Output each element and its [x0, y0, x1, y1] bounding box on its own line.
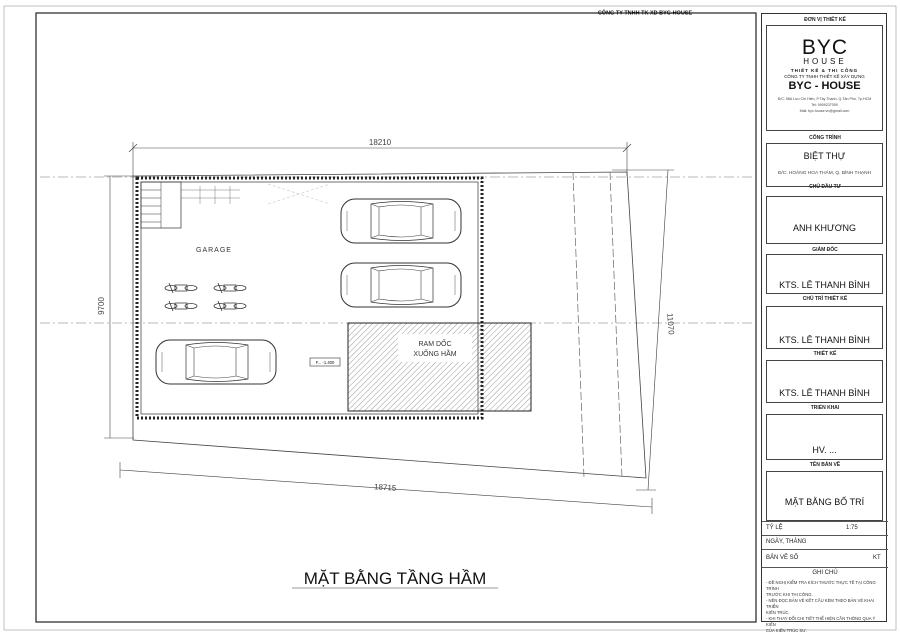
deploy-cell: [766, 414, 883, 460]
dimension-top: [128, 142, 632, 176]
basement-wall-outer: [135, 176, 484, 420]
notes-header-row: GHI CHÚ: [762, 567, 888, 579]
unit-label: ĐƠN VỊ THIẾT KẾ: [804, 17, 846, 23]
designer-label: THIẾT KẾ: [813, 351, 837, 357]
basement-wall-inner: [140, 181, 479, 415]
director-cell: [766, 254, 883, 294]
staircase: [140, 181, 331, 229]
motorbike-4: [213, 300, 247, 312]
sheet-no-row: BẢN VẼ SỐ KT: [762, 549, 888, 567]
sheet-name-label: TÊN BẢN VẼ: [809, 462, 841, 468]
brand-name: BYC - HOUSE: [788, 80, 861, 92]
dimension-right: [612, 169, 674, 491]
project-cell: [766, 143, 883, 187]
boundary-dashed-1: [572, 171, 585, 479]
deploy-name: HV. ...: [812, 445, 837, 455]
project-label: CÔNG TRÌNH: [809, 135, 841, 141]
drawing-title: MẶT BẰNG TẦNG HẦM: [304, 569, 487, 588]
company-mail: Mail: byc.house.vn@gmail.com: [799, 109, 850, 113]
site-boundary: [132, 171, 647, 479]
dimension-left-label: 9700: [97, 297, 106, 315]
sheet-name: MẶT BẰNG BỐ TRÍ: [784, 497, 865, 507]
logo-tagline: THIẾT KẾ & THI CÔNG: [790, 68, 859, 73]
company-full: CÔNG TY TNHH THIẾT KẾ XÂY DỰNG: [784, 74, 865, 79]
sheet-no-value: KT: [873, 555, 881, 561]
note-line: KIẾN TRÚC.: [766, 610, 790, 615]
designer-name: KTS. LÊ THANH BÌNH: [779, 388, 870, 398]
sheet-no-label: BẢN VẼ SỐ: [766, 555, 799, 561]
notes-list: - ĐỀ NGHỊ KIỂM TRA KÍCH THƯỚC THỰC TẾ TẠ…: [766, 580, 884, 634]
scale-row: TỶ LỆ 1:75: [762, 521, 888, 535]
sheet-name-cell: [766, 471, 883, 521]
dimension-right-label: 11070: [665, 313, 676, 336]
date-label: NGÀY, THÁNG: [766, 539, 807, 545]
notes-label: GHI CHÚ: [812, 570, 838, 576]
motorbike-3: [164, 300, 198, 312]
level-tag: F... -1.400: [316, 360, 335, 365]
chief-cell: [766, 306, 883, 349]
boundary-dashed-2: [609, 171, 623, 479]
dimension-bottom: [119, 462, 653, 514]
garage-label: GARAGE: [196, 247, 232, 254]
motorbike-2: [213, 282, 247, 294]
logo-main: BYC: [801, 36, 849, 59]
car-mid-right: [340, 262, 462, 308]
note-line: CỦA KIẾN TRÚC SƯ.: [766, 628, 807, 633]
date-row: NGÀY, THÁNG: [762, 535, 888, 549]
note-line: - KHI THAY ĐỔI CHI TIẾT THỂ HIỆN CẦN THÔ…: [766, 616, 876, 627]
owner-label: CHỦ ĐẦU TƯ: [809, 184, 841, 190]
logo-sub: HOUSE: [803, 57, 847, 66]
car-top-right: [340, 198, 462, 244]
director-name: KTS. LÊ THANH BÌNH: [779, 280, 870, 290]
company-header: CÔNG TY TNHH TK XD BYC-HOUSE: [598, 9, 693, 17]
ramp-label-2: XUỐNG HẦM: [413, 348, 456, 358]
chief-name: KTS. LÊ THANH BÌNH: [779, 335, 870, 345]
title-block: ĐƠN VỊ THIẾT KẾ BYC HOUSE THIẾT KẾ & THI…: [761, 13, 888, 633]
sheet-border: [3, 5, 897, 631]
scale-label: TỶ LỆ: [766, 525, 783, 531]
director-label: GIÁM ĐỐC: [812, 247, 838, 253]
dimension-bottom-label: 18715: [374, 482, 397, 493]
owner-cell: [766, 196, 883, 244]
dimension-left: [104, 175, 134, 439]
scale-value: 1:75: [846, 525, 858, 531]
deploy-label: TRIỂN KHAI: [810, 405, 840, 411]
car-bottom-left: [155, 339, 277, 385]
designer-cell: [766, 360, 883, 403]
owner-name: ANH KHƯƠNG: [793, 223, 856, 233]
logo-cell: [766, 25, 883, 131]
drawing-frame: [35, 12, 757, 623]
motorbike-1: [164, 282, 198, 294]
level-tag-box: [309, 357, 341, 367]
ramp-label-bg: [398, 334, 472, 362]
chief-label: CHỦ TRÌ THIẾT KẾ: [802, 296, 848, 302]
project-address: Đ/C: HOÀNG HOA THÁM, Q. BÌNH THẠNH: [777, 171, 872, 176]
note-line: - NÊN ĐỌC BẢN VẼ KẾT CẤU KÈM THEO BẢN VẼ…: [766, 598, 875, 609]
dimension-top-label: 18210: [369, 138, 392, 147]
note-line: TRƯỚC KHI THI CÔNG.: [766, 592, 813, 597]
company-address: Đ/C: 58A Lưu Chí Hiếu, P.Tây Thạnh, Q.Tâ…: [777, 97, 872, 101]
note-line: - ĐỀ NGHỊ KIỂM TRA KÍCH THƯỚC THỰC TẾ TẠ…: [766, 580, 876, 591]
company-phone: Tel: 0909237059: [811, 103, 838, 107]
ramp-label-1: RAM DỐC: [418, 338, 451, 348]
project-name: BIỆT THỰ: [803, 151, 846, 161]
